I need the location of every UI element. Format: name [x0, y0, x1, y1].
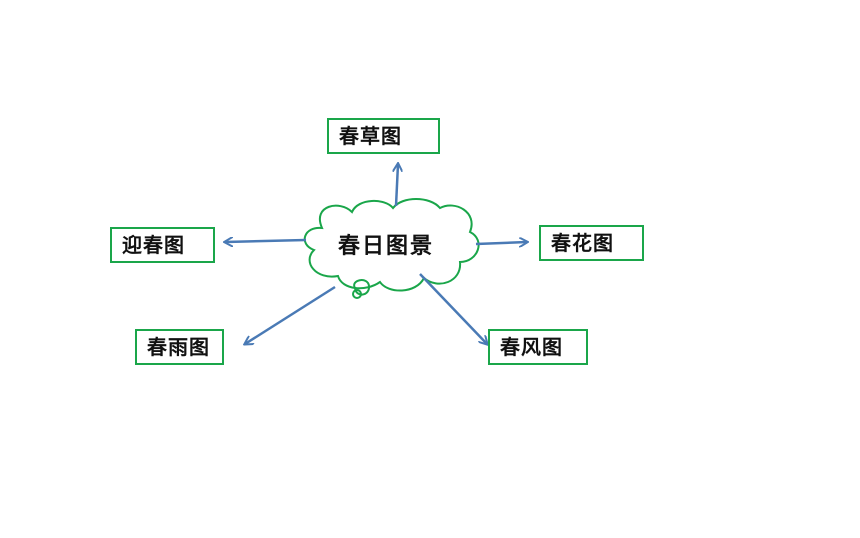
- node-bottom-left: 春雨图: [135, 329, 224, 365]
- node-top-label: 春草图: [339, 124, 402, 148]
- node-top: 春草图: [327, 118, 440, 154]
- arrow-to-bottom-left: [245, 285, 336, 344]
- node-right: 春花图: [539, 225, 644, 261]
- arrow-to-right: [475, 242, 527, 244]
- node-left-label: 迎春图: [122, 233, 185, 257]
- node-bottom-right-label: 春风图: [500, 335, 563, 359]
- thought-cloud: [303, 198, 480, 292]
- arrow-to-left: [225, 240, 307, 242]
- arrow-to-top: [396, 164, 398, 207]
- node-left: 迎春图: [110, 227, 215, 263]
- node-bottom-right: 春风图: [488, 329, 588, 365]
- node-bottom-left-label: 春雨图: [147, 335, 210, 359]
- arrow-to-bottom-right: [419, 273, 487, 344]
- cloud-tail: [353, 279, 370, 296]
- center-topic-label: 春日图景: [337, 233, 434, 259]
- node-right-label: 春花图: [551, 231, 614, 255]
- cloud-tail-dot: [352, 289, 362, 299]
